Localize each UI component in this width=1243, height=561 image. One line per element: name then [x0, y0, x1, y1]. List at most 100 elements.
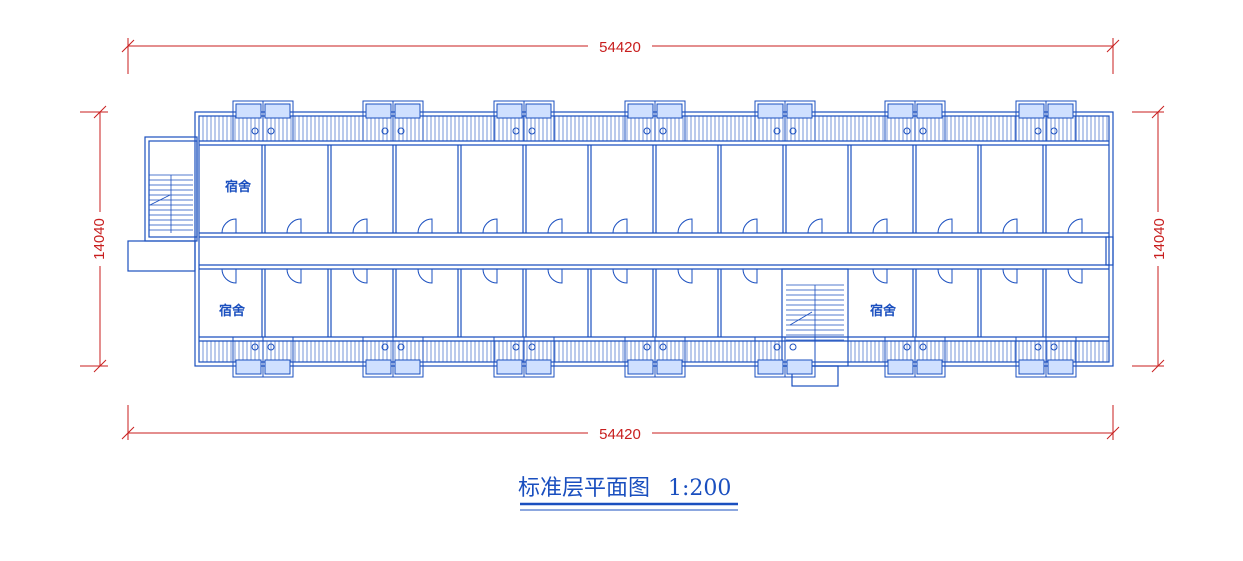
bathroom-fixture — [496, 103, 523, 119]
bathroom-blocks — [232, 100, 1077, 378]
door-swing — [417, 218, 433, 234]
fixture-basin — [773, 127, 781, 135]
building — [127, 111, 1114, 387]
door-swing — [352, 268, 368, 284]
fixture-basin — [267, 127, 275, 135]
door-swing — [1002, 268, 1018, 284]
dimension-bottom-label: 54420 — [599, 426, 641, 443]
fixture-basin — [251, 343, 259, 351]
door-swing — [221, 268, 237, 284]
fixture-basin — [267, 343, 275, 351]
fixture-basin — [919, 127, 927, 135]
bathroom-fixture — [916, 359, 943, 375]
room-partitions — [261, 145, 1047, 337]
dimension-right-label: 14040 — [1151, 218, 1168, 260]
bathroom-fixture — [757, 103, 784, 119]
bathroom-fixture — [627, 103, 654, 119]
room-label-bottom-right: 宿舍 — [870, 303, 897, 319]
bathroom-fixture — [235, 359, 262, 375]
dimension-lines — [80, 38, 1165, 440]
dim-top-bg — [588, 37, 652, 55]
door-swing — [547, 218, 563, 234]
door-swing — [677, 268, 693, 284]
dimension-left-label: 14040 — [91, 218, 108, 260]
fixture-basin — [789, 127, 797, 135]
bathroom-fixture — [394, 359, 421, 375]
dim-right-bg — [1150, 212, 1168, 266]
fixture-basin — [512, 343, 520, 351]
room-label-bottom-left: 宿舍 — [219, 303, 246, 319]
fixture-basin — [659, 343, 667, 351]
door-swing — [872, 268, 888, 284]
drawing-scale: 1:200 — [668, 476, 731, 501]
door-swing — [937, 268, 953, 284]
door-swing — [286, 268, 302, 284]
fixture-basin — [397, 127, 405, 135]
bathroom-fixture — [235, 103, 262, 119]
fixture-basin — [1034, 343, 1042, 351]
bathroom-fixture — [1018, 359, 1045, 375]
fixture-basin — [643, 127, 651, 135]
bathroom-fixture — [786, 103, 813, 119]
fixture-basin — [1050, 127, 1058, 135]
balcony-hatching — [202, 116, 1108, 362]
door-swing — [417, 268, 433, 284]
door-swing — [1002, 218, 1018, 234]
staircases — [149, 174, 844, 345]
bathroom-fixture — [887, 103, 914, 119]
door-swing — [286, 218, 302, 234]
dim-bottom-bg — [588, 424, 652, 442]
fixture-basin — [512, 127, 520, 135]
door-swing — [872, 218, 888, 234]
bathroom-fixture — [656, 359, 683, 375]
door-swing — [677, 218, 693, 234]
fixture-basin — [903, 343, 911, 351]
bathroom-fixture — [1047, 103, 1074, 119]
fixture-basin — [789, 343, 797, 351]
bathroom-fixture — [656, 103, 683, 119]
door-swings — [221, 218, 1083, 284]
door-swing — [612, 218, 628, 234]
fixture-basin — [381, 127, 389, 135]
door-swing — [742, 268, 758, 284]
fixture-basin — [903, 127, 911, 135]
room-label-top-left: 宿舍 — [225, 179, 252, 195]
door-swing — [482, 218, 498, 234]
bathroom-fixture — [1047, 359, 1074, 375]
stair-arrow — [149, 194, 171, 206]
bathroom-fixture — [1018, 103, 1045, 119]
stair-arrow — [789, 311, 813, 326]
bathroom-fixture — [264, 359, 291, 375]
door-swing — [1067, 268, 1083, 284]
door-swing — [482, 268, 498, 284]
fixture-basin — [528, 127, 536, 135]
bathroom-fixture — [757, 359, 784, 375]
bathroom-fixture — [887, 359, 914, 375]
bathroom-fixture — [786, 359, 813, 375]
fixture-basin — [643, 343, 651, 351]
fixture-basin — [1034, 127, 1042, 135]
door-swing — [547, 268, 563, 284]
bathroom-fixture — [365, 359, 392, 375]
door-swing — [352, 218, 368, 234]
door-swing — [807, 218, 823, 234]
door-swing — [221, 218, 237, 234]
bathroom-fixture — [525, 359, 552, 375]
fixture-basin — [773, 343, 781, 351]
door-swing — [612, 268, 628, 284]
bathroom-fixture — [394, 103, 421, 119]
bathroom-fixture — [496, 359, 523, 375]
fixture-basin — [251, 127, 259, 135]
fixture-basin — [397, 343, 405, 351]
door-swing — [1067, 218, 1083, 234]
fixture-basin — [1050, 343, 1058, 351]
fixture-basin — [659, 127, 667, 135]
dim-left-bg — [90, 212, 108, 266]
fixture-basin — [381, 343, 389, 351]
fixture-basin — [919, 343, 927, 351]
dimension-top-label: 54420 — [599, 39, 641, 56]
bathroom-fixture — [916, 103, 943, 119]
drawing-title-name: 标准层平面图 — [518, 476, 650, 501]
bathroom-fixture — [525, 103, 552, 119]
